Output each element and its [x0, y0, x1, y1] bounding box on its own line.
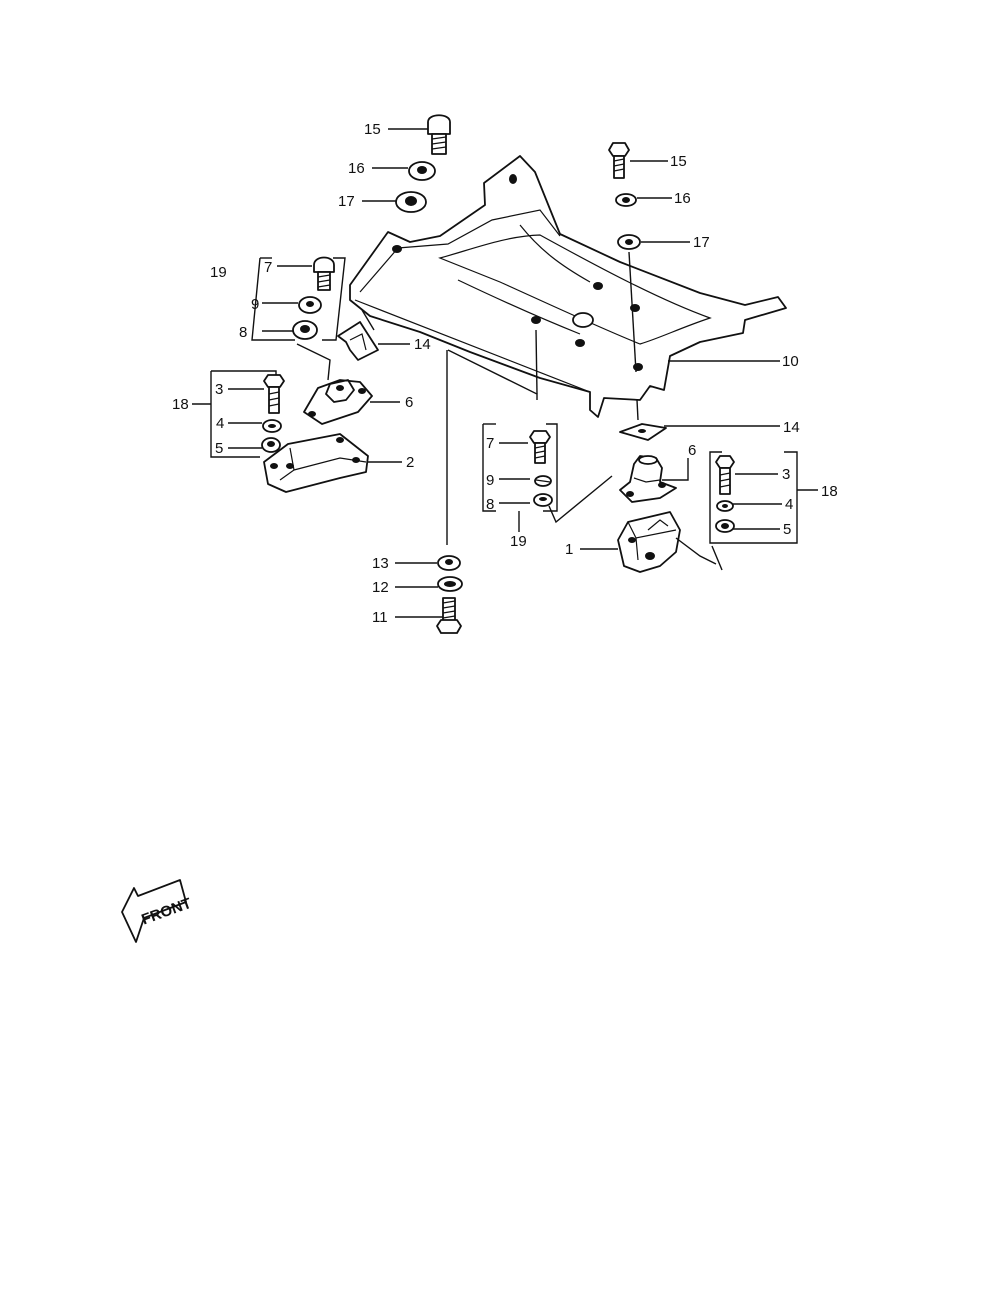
washer-4-left — [262, 419, 282, 433]
bolt-7-center — [529, 430, 551, 464]
clip-14-left — [337, 321, 379, 361]
bolt-3-left — [263, 374, 285, 414]
nut-16-right — [615, 193, 637, 207]
washer-5-right — [715, 519, 735, 533]
nut-8-left — [292, 320, 318, 340]
washer-13 — [437, 555, 461, 571]
callout-4-right: 4 — [785, 496, 793, 513]
bolt-7-left — [313, 256, 335, 291]
bracket-1 — [617, 511, 681, 573]
callout-14-right: 14 — [783, 419, 800, 436]
rubber-mount-6-right — [619, 455, 677, 503]
callout-5-left: 5 — [215, 440, 223, 457]
callout-11: 11 — [372, 609, 388, 626]
callout-19-left: 19 — [210, 264, 227, 281]
callout-10: 10 — [782, 353, 799, 370]
callout-8-center: 8 — [486, 496, 494, 513]
callout-14-left: 14 — [414, 336, 431, 353]
callout-4-left: 4 — [216, 415, 224, 432]
callout-18-right: 18 — [821, 483, 838, 500]
washer-4-right — [716, 500, 734, 512]
callout-16-left: 16 — [348, 160, 365, 177]
bolt-11 — [436, 597, 462, 634]
callout-12: 12 — [372, 579, 389, 596]
washer-16-left — [408, 161, 436, 181]
front-direction-arrow: FRONT — [121, 879, 194, 943]
washer-17-right — [617, 234, 641, 250]
nut-8-center — [533, 493, 553, 507]
callout-8-left: 8 — [239, 324, 247, 341]
callout-17-left: 17 — [338, 193, 355, 210]
callout-5-right: 5 — [783, 521, 791, 538]
washer-12 — [437, 576, 463, 592]
washer-9-left — [298, 296, 322, 314]
callout-17-right: 17 — [693, 234, 710, 251]
callout-6-right: 6 — [688, 442, 696, 459]
callout-16-right: 16 — [674, 190, 691, 207]
callout-1: 1 — [565, 541, 573, 558]
callout-3-right: 3 — [782, 466, 790, 483]
callout-6-left: 6 — [405, 394, 413, 411]
crossmember-10 — [349, 155, 787, 418]
callout-2: 2 — [406, 454, 414, 471]
callout-19-center: 19 — [510, 533, 527, 550]
bolt-15-right — [608, 142, 630, 179]
rubber-mount-6-left — [303, 379, 373, 425]
callout-9-left: 9 — [251, 296, 259, 313]
callout-7-center: 7 — [486, 435, 494, 452]
callout-13: 13 — [372, 555, 389, 572]
callout-18-left: 18 — [172, 396, 189, 413]
callout-15-right: 15 — [670, 153, 687, 170]
bolt-3-right — [715, 455, 735, 495]
washer-9-center — [534, 475, 552, 487]
callout-15-left: 15 — [364, 121, 381, 138]
washer-17-left — [395, 191, 427, 213]
bolt-15-left — [427, 114, 451, 155]
washer-5-left — [261, 437, 281, 453]
callout-7-left: 7 — [264, 259, 272, 276]
callout-9-center: 9 — [486, 472, 494, 489]
callout-3-left: 3 — [215, 381, 223, 398]
plate-14-right — [619, 423, 667, 441]
bracket-2 — [263, 433, 369, 493]
